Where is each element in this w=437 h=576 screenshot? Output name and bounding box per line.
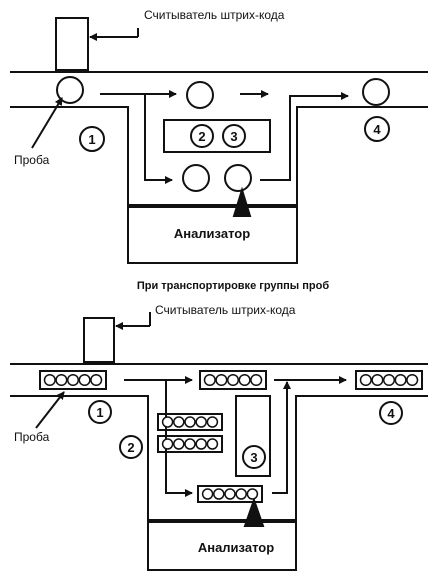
rack-tube [195,416,207,428]
rack-tube [195,438,207,450]
analyzer-box [147,521,297,571]
group-sample-diagram [10,312,428,571]
rack-tube [235,488,247,500]
position-3-label: 3 [250,450,257,465]
analyzer-probe [243,496,265,527]
rack-tube [184,438,196,450]
rack-tube [55,373,68,387]
rack-tube [238,373,251,387]
rack-tube [359,373,372,387]
sample-label: Проба [14,153,50,167]
rack-tube [371,373,384,387]
sample-tube [56,76,84,104]
single-sample-diagram [10,17,428,264]
barcode-reader-label: Считыватель штрих-кода [144,8,285,22]
sample-pointer [31,97,63,149]
sample-tube [224,164,252,192]
position-3-label: 3 [230,129,237,144]
rack-tube [161,416,174,428]
rack-tube [213,488,225,500]
sample-tube [182,164,210,192]
rack-tube [203,373,216,387]
rack-tube [184,416,196,428]
rack-tube [215,373,228,387]
rack-tube [224,488,236,500]
waiting-area-box [163,119,271,153]
analyzer-probe [232,186,252,217]
sample-pointer [35,391,65,429]
rack-tube [78,373,91,387]
rack-tube [394,373,407,387]
analyzer-label: Анализатор [174,226,250,241]
rack-tube [206,438,219,450]
barcode-reader-box [83,317,115,363]
analyzer-box [127,206,298,264]
rack-tube [173,438,185,450]
barcode-reader-label: Считыватель штрих-кода [155,303,296,317]
rack-tube [406,373,419,387]
rack-tube [382,373,396,387]
sample-tube [362,78,390,106]
position-4-label: 4 [387,406,395,421]
rack-tube [173,416,185,428]
main-conveyor [10,71,428,206]
position-2-label: 2 [198,129,205,144]
rack-tube [246,488,259,500]
rack-tube [250,373,263,387]
sample-label: Проба [14,430,50,444]
rack-tube [66,373,80,387]
position-1-label: 1 [96,405,103,420]
rack-tube [201,488,214,500]
sample-tube [186,81,214,109]
rack-tube [90,373,103,387]
position-1-label: 1 [88,132,95,147]
position-2-label: 2 [127,440,134,455]
rack-tube [226,373,240,387]
main-conveyor [10,363,428,521]
analyzer-label: Анализатор [198,540,274,555]
rack-tubes [43,373,419,500]
barcode-reader-box [55,17,89,71]
flow-arrow [144,94,173,184]
flow-arrow [272,381,291,494]
position-4-label: 4 [373,122,381,137]
caption: При транспортировке группы проб [137,280,329,292]
rack-tube [161,438,174,450]
flow-arrow [260,92,349,181]
rack-tube [43,373,56,387]
rack-tube [206,416,219,428]
